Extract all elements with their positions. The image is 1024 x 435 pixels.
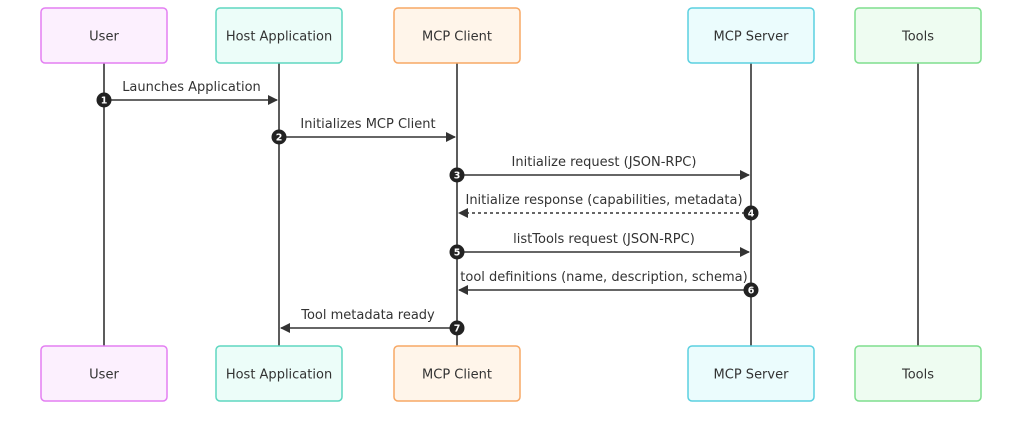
message-3: Initialize request (JSON-RPC) 3 xyxy=(449,155,750,183)
message-label: Launches Application xyxy=(122,80,261,95)
sequence-number-badge xyxy=(449,320,465,336)
sequence-number-badge xyxy=(743,205,759,221)
participant-box xyxy=(215,7,343,64)
sequence-number-badge xyxy=(449,167,465,183)
participant-server-bottom: MCP Server xyxy=(687,345,815,402)
participant-box xyxy=(687,7,815,64)
message-1: Launches Application 1 xyxy=(96,80,278,108)
participant-client-top: MCP Client xyxy=(393,7,521,64)
participant-box xyxy=(393,345,521,402)
participant-box xyxy=(854,7,982,64)
participant-user-top: User xyxy=(40,7,168,64)
participant-box xyxy=(40,345,168,402)
message-2: Initializes MCP Client 2 xyxy=(271,117,456,145)
message-7: Tool metadata ready 7 xyxy=(280,308,465,336)
message-6: tool definitions (name, description, sch… xyxy=(458,270,759,298)
sequence-number: 6 xyxy=(748,286,755,297)
message-label: Initializes MCP Client xyxy=(300,117,435,132)
sequence-number: 4 xyxy=(748,209,755,220)
message-4: Initialize response (capabilities, metad… xyxy=(458,193,759,221)
sequence-number-badge xyxy=(271,129,287,145)
participant-label: Host Application xyxy=(226,30,332,45)
message-5: listTools request (JSON-RPC) 5 xyxy=(449,232,750,260)
participant-tools-bottom: Tools xyxy=(854,345,982,402)
participant-box xyxy=(687,345,815,402)
participant-label: MCP Server xyxy=(714,30,790,45)
participant-client-bottom: MCP Client xyxy=(393,345,521,402)
participant-label: Tools xyxy=(901,30,934,45)
participant-box xyxy=(40,7,168,64)
sequence-number-badge xyxy=(449,244,465,260)
message-label: Initialize request (JSON-RPC) xyxy=(512,155,697,170)
sequence-number: 2 xyxy=(276,133,283,144)
participant-label: MCP Client xyxy=(422,368,492,383)
message-label: Initialize response (capabilities, metad… xyxy=(465,193,742,208)
participant-user-bottom: User xyxy=(40,345,168,402)
sequence-number: 7 xyxy=(454,324,461,335)
participant-label: Host Application xyxy=(226,368,332,383)
participant-host-top: Host Application xyxy=(215,7,343,64)
sequence-number: 1 xyxy=(101,96,108,107)
participant-server-top: MCP Server xyxy=(687,7,815,64)
participant-tools-top: Tools xyxy=(854,7,982,64)
participant-box xyxy=(215,345,343,402)
lifelines xyxy=(103,63,919,346)
participant-label: User xyxy=(89,30,119,45)
sequence-number: 5 xyxy=(454,248,461,259)
message-label: tool definitions (name, description, sch… xyxy=(460,270,747,285)
message-label: listTools request (JSON-RPC) xyxy=(513,232,695,247)
sequence-number-badge xyxy=(743,282,759,298)
sequence-number: 3 xyxy=(454,171,461,182)
participant-label: MCP Client xyxy=(422,30,492,45)
message-label: Tool metadata ready xyxy=(300,308,435,323)
sequence-number-badge xyxy=(96,92,112,108)
participant-box xyxy=(393,7,521,64)
participant-label: Tools xyxy=(901,368,934,383)
participant-host-bottom: Host Application xyxy=(215,345,343,402)
participant-box xyxy=(854,345,982,402)
participant-label: MCP Server xyxy=(714,368,790,383)
participant-label: User xyxy=(89,368,119,383)
